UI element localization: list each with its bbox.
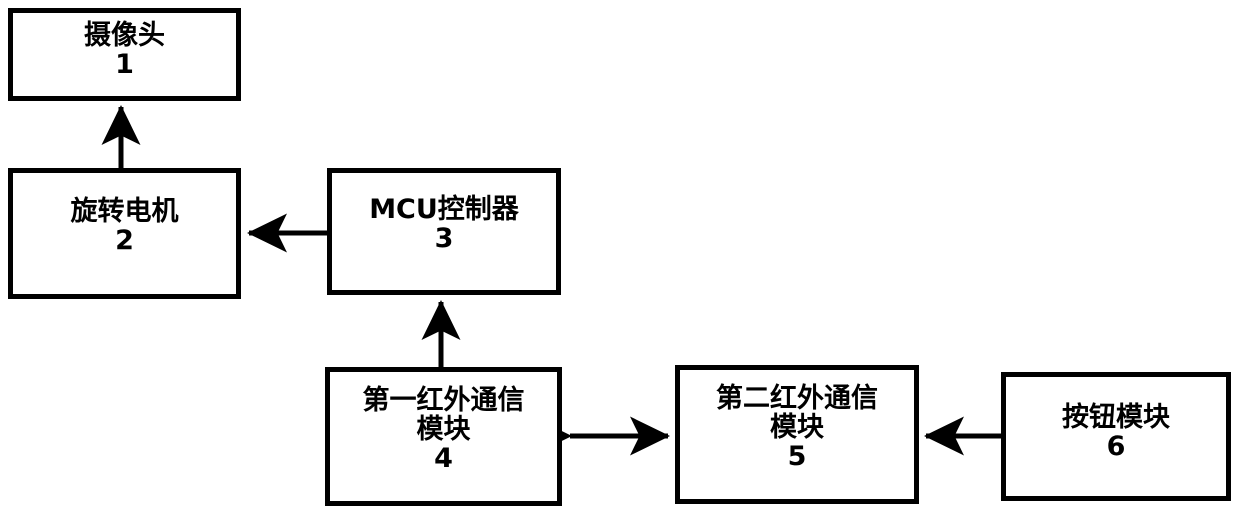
block-first-infrared-module-number: 4	[434, 443, 453, 475]
block-second-infrared-module-number: 5	[787, 441, 807, 473]
block-rotary-motor-number: 2	[115, 225, 134, 257]
block-second-infrared-module[interactable]: 第二红外通信 模块 5	[675, 365, 919, 504]
block-rotary-motor[interactable]: 旋转电机 2	[8, 168, 241, 299]
block-rotary-motor-label: 旋转电机	[70, 196, 179, 227]
block-mcu-controller-number: 3	[434, 223, 454, 255]
block-second-infrared-module-label: 第二红外通信 模块	[716, 383, 878, 444]
block-mcu-controller-label: MCU控制器	[369, 194, 519, 225]
block-button-module-number: 6	[1106, 431, 1126, 463]
block-camera-label: 摄像头	[84, 20, 165, 51]
block-mcu-controller[interactable]: MCU控制器 3	[327, 168, 561, 295]
block-first-infrared-module[interactable]: 第一红外通信 模块 4	[325, 367, 562, 506]
block-button-module[interactable]: 按钮模块 6	[1001, 372, 1231, 501]
block-camera[interactable]: 摄像头 1	[8, 8, 241, 101]
block-first-infrared-module-label: 第一红外通信 模块	[362, 385, 525, 446]
block-camera-number: 1	[115, 49, 134, 81]
block-button-module-label: 按钮模块	[1062, 402, 1170, 433]
